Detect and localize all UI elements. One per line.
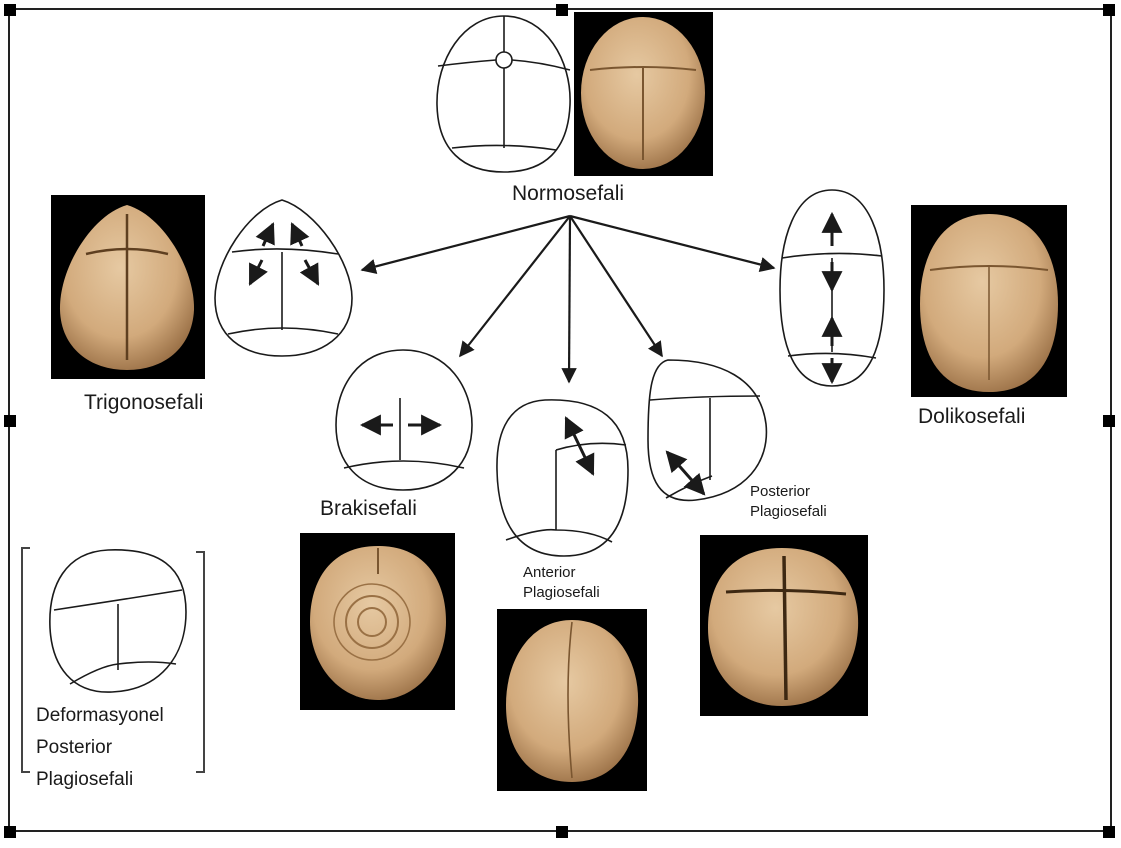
label-deformasyonel: Deformasyonel Posterior Plagiosefali <box>36 700 164 796</box>
dolikosefali-photo <box>911 205 1067 397</box>
label-posterior-line2: Plagiosefali <box>750 502 827 522</box>
trigonosefali-sketch <box>215 200 352 356</box>
brakisefali-sketch <box>336 350 472 490</box>
label-dolikosefali: Dolikosefali <box>918 405 1025 429</box>
label-normosefali: Normosefali <box>512 182 624 206</box>
label-anterior-plagiosefali: Anterior Plagiosefali <box>523 563 600 603</box>
label-anterior-line1: Anterior <box>523 563 600 583</box>
label-posterior-plagiosefali: Posterior Plagiosefali <box>750 482 827 522</box>
deformasyonel-sketch <box>50 550 186 692</box>
trigonosefali-arrows <box>250 224 318 284</box>
label-anterior-line2: Plagiosefali <box>523 583 600 603</box>
brakisefali-photo <box>300 533 455 710</box>
normosefali-photo <box>574 12 713 176</box>
normosefali-sketch <box>437 16 570 172</box>
label-trigonosefali: Trigonosefali <box>84 391 203 415</box>
label-deformasyonel-line3: Plagiosefali <box>36 764 164 796</box>
label-brakisefali: Brakisefali <box>320 497 417 521</box>
posterior-plagiosefali-photo <box>700 535 868 716</box>
label-posterior-line1: Posterior <box>750 482 827 502</box>
label-deformasyonel-line2: Posterior <box>36 732 164 764</box>
anterior-plagiosefali-sketch <box>497 400 628 556</box>
anterior-plagiosefali-photo <box>497 609 647 791</box>
radial-arrows <box>362 216 774 382</box>
trigonosefali-photo <box>51 195 205 379</box>
label-deformasyonel-line1: Deformasyonel <box>36 700 164 732</box>
posterior-plagiosefali-sketch <box>648 360 766 500</box>
